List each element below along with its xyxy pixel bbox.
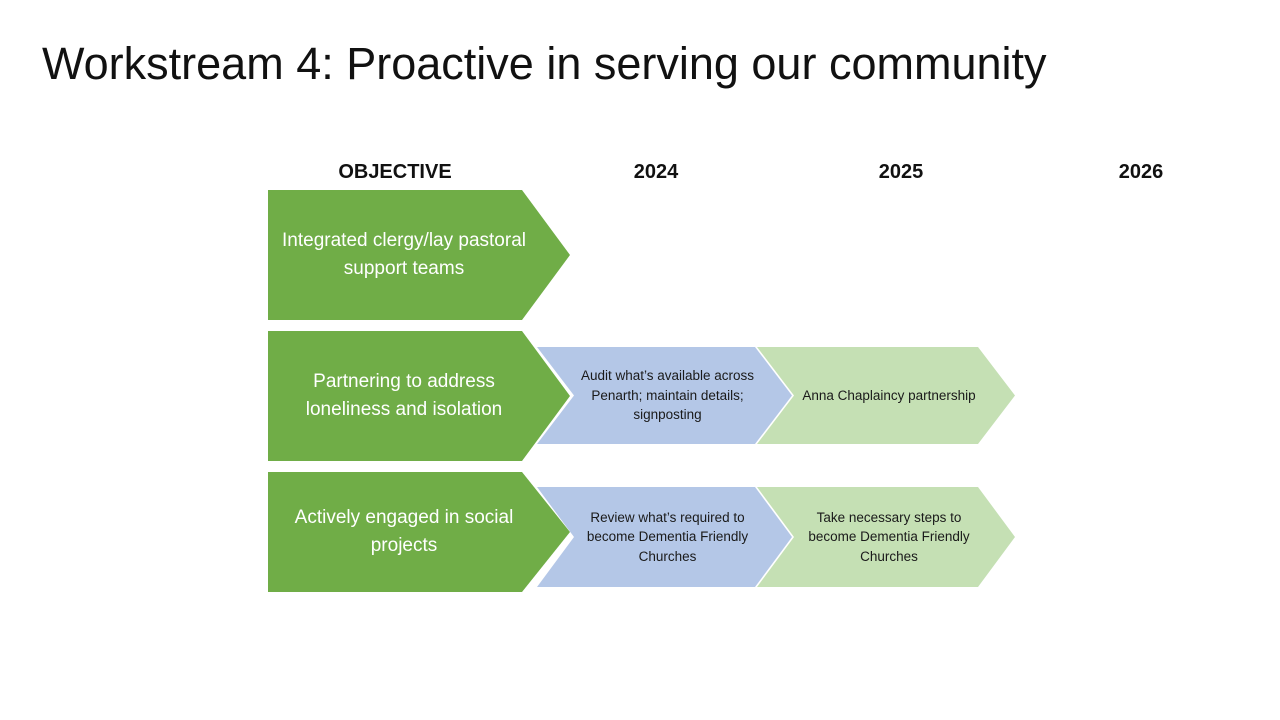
column-header-2025: 2025 bbox=[878, 161, 924, 183]
task-arrow-label: Take necessary steps to become Dementia … bbox=[808, 509, 970, 564]
task-arrow-row3-2025: Take necessary steps to become Dementia … bbox=[757, 487, 1015, 587]
task-arrow-label: Review what’s required to become Dementi… bbox=[586, 509, 749, 564]
objective-arrow-row2: Partnering to address loneliness and iso… bbox=[268, 331, 570, 461]
column-header-2026: 2026 bbox=[1118, 161, 1164, 183]
task-arrow-label: Anna Chaplaincy partnership bbox=[802, 387, 976, 403]
objective-arrow-label: Integrated clergy/lay pastoral support t… bbox=[282, 229, 526, 279]
objective-arrow-label: Partnering to address loneliness and iso… bbox=[305, 370, 503, 420]
task-arrow-label: Audit what’s available across Penarth; m… bbox=[580, 368, 755, 423]
task-arrow-row2-2025: Anna Chaplaincy partnership bbox=[757, 347, 1015, 444]
objective-arrow-row1: Integrated clergy/lay pastoral support t… bbox=[268, 190, 570, 320]
column-header-2024: 2024 bbox=[633, 161, 679, 183]
column-header-objective: OBJECTIVE bbox=[338, 161, 452, 183]
task-arrow-row2-2024: Audit what’s available across Penarth; m… bbox=[537, 347, 792, 444]
task-arrow-row3-2024: Review what’s required to become Dementi… bbox=[537, 487, 792, 587]
slide-title: Workstream 4: Proactive in serving our c… bbox=[42, 38, 1047, 89]
objective-arrow-label: Actively engaged in social projects bbox=[294, 506, 514, 556]
objective-arrow-row3: Actively engaged in social projects bbox=[268, 472, 570, 592]
